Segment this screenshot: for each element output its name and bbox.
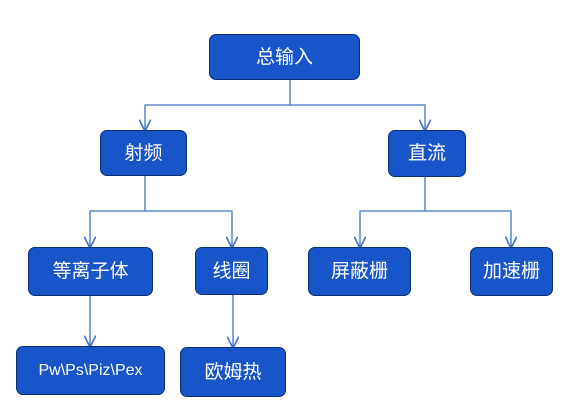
connector-dc-to-screen-grid <box>360 177 426 247</box>
node-total-input: 总输入 <box>209 34 360 80</box>
node-coil: 线圈 <box>195 247 268 295</box>
connector-root-to-rf <box>145 80 291 130</box>
node-screen-grid: 屏蔽栅 <box>308 247 411 296</box>
connector-dc-to-accel-grid <box>425 210 511 247</box>
connector-rf-to-plasma <box>90 176 146 247</box>
connector-rf-to-coil <box>145 210 232 247</box>
node-power-terms: Pw\Ps\Piz\Pex <box>16 346 165 395</box>
node-dc: 直流 <box>388 130 466 177</box>
node-rf: 射频 <box>100 130 187 176</box>
node-plasma: 等离子体 <box>28 247 153 296</box>
connector-root-to-dc <box>290 104 425 130</box>
node-accel-grid: 加速栅 <box>470 247 553 296</box>
node-ohmic-heating: 欧姆热 <box>180 347 286 397</box>
